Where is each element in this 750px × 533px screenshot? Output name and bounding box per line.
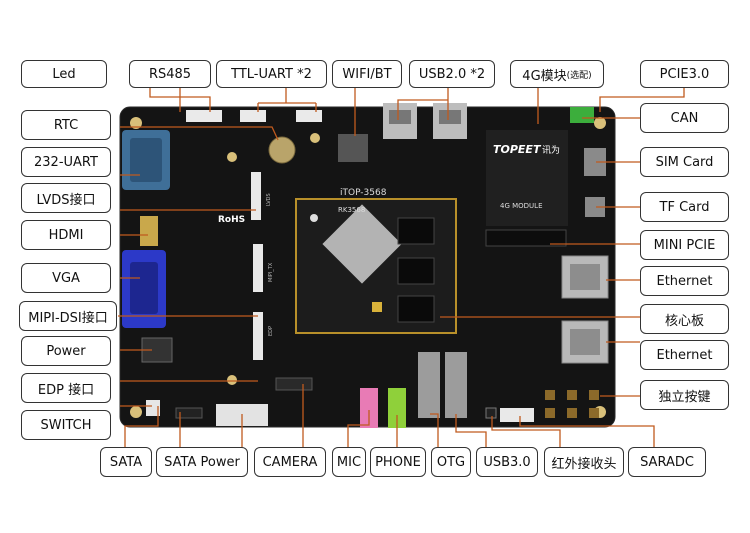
- label-wifi-bt: WIFI/BT: [332, 60, 402, 88]
- ir-receiver: [485, 407, 497, 419]
- module-text: 4G MODULE: [500, 202, 543, 210]
- label-ethernet-2: Ethernet: [640, 340, 729, 370]
- label-switch: SWITCH: [21, 410, 111, 440]
- brand-logo: TOPEET: [493, 143, 542, 156]
- silk-mipi: MIPI_TX: [268, 262, 274, 282]
- label-mini-pcie: MINI PCIE: [640, 230, 729, 260]
- saradc-connector: [500, 408, 534, 422]
- soc-chip: [322, 204, 402, 284]
- mounting-hole: [130, 117, 142, 129]
- tf-slot: [585, 197, 605, 217]
- label-4g-module-text: 4G模块: [522, 68, 567, 84]
- ttl-uart-connector-2: [296, 110, 322, 122]
- label-mipi-dsi: MIPI-DSI接口: [19, 301, 117, 331]
- usb20-port-1-inner: [389, 110, 411, 124]
- chip-name: RK3568: [338, 206, 365, 214]
- mounting-hole: [130, 406, 142, 418]
- label-4g-module: 4G模块(选配): [510, 60, 604, 88]
- label-can: CAN: [640, 103, 729, 133]
- label-otg: OTG: [431, 447, 471, 477]
- switch: [146, 400, 160, 416]
- memory-chip: [397, 295, 435, 323]
- wifi-bt-module: [338, 134, 368, 162]
- mini-pcie-slot: [485, 229, 567, 247]
- label-hdmi: HDMI: [21, 220, 111, 250]
- label-4g-module-note: (选配): [566, 70, 592, 81]
- mipi-connector: [253, 244, 263, 292]
- label-ethernet-1: Ethernet: [640, 266, 729, 296]
- label-rtc: RTC: [21, 110, 111, 140]
- sim-slot: [584, 148, 606, 176]
- lvds-connector: [251, 172, 261, 220]
- usb20-port-2-inner: [439, 110, 461, 124]
- label-rs485: RS485: [129, 60, 211, 88]
- memory-chip: [397, 217, 435, 245]
- hdmi-port: [140, 216, 158, 246]
- otg-port: [418, 352, 440, 418]
- rs485-terminal: [186, 110, 222, 122]
- label-phone: PHONE: [370, 447, 426, 477]
- mic-jack: [360, 388, 378, 428]
- leader-lines: [118, 88, 685, 447]
- sata-connector: [175, 407, 203, 419]
- silk-lvds: LVDS: [266, 193, 272, 206]
- board-name: iTOP-3568: [340, 188, 387, 198]
- vga-port-face: [130, 262, 158, 314]
- usb30-port: [445, 352, 467, 418]
- label-232-uart: 232-UART: [21, 147, 111, 177]
- ttl-uart-connector-1: [240, 110, 266, 122]
- label-camera: CAMERA: [254, 447, 326, 477]
- silk-edp: EDP: [268, 326, 274, 336]
- label-power: Power: [21, 336, 111, 366]
- mounting-hole: [227, 152, 237, 162]
- module-4g-area: [486, 130, 568, 226]
- label-ir-receiver: 红外接收头: [544, 447, 624, 477]
- label-usb30: USB3.0: [476, 447, 538, 477]
- label-core-board: 核心板: [640, 304, 729, 334]
- ethernet-port-1-inner: [570, 264, 600, 290]
- label-lvds: LVDS接口: [21, 183, 111, 213]
- label-usb20: USB2.0 *2: [409, 60, 495, 88]
- core-logo: [310, 214, 318, 222]
- memory-chip: [397, 257, 435, 285]
- brand-logo-cn: 讯为: [542, 144, 560, 156]
- label-mic: MIC: [332, 447, 366, 477]
- label-pcie30: PCIE3.0: [640, 60, 729, 88]
- mounting-hole: [310, 133, 320, 143]
- ethernet-port-2-inner: [570, 329, 600, 355]
- label-ttl-uart: TTL-UART *2: [216, 60, 327, 88]
- can-terminal: [570, 107, 594, 123]
- uart-db9-face: [130, 138, 162, 182]
- mounting-hole: [227, 375, 237, 385]
- rohs-text: RoHS: [218, 215, 245, 225]
- label-sata: SATA: [100, 447, 152, 477]
- label-sim-card: SIM Card: [640, 147, 729, 177]
- key-buttons: [545, 390, 599, 418]
- phone-jack: [388, 388, 406, 428]
- rtc-battery: [268, 136, 296, 164]
- core-marker: [372, 302, 382, 312]
- label-edp: EDP 接口: [21, 373, 111, 403]
- label-sata-power: SATA Power: [156, 447, 248, 477]
- label-led: Led: [21, 60, 107, 88]
- label-tf-card: TF Card: [640, 192, 729, 222]
- label-vga: VGA: [21, 263, 111, 293]
- camera-connector: [275, 377, 313, 391]
- edp-connector: [253, 312, 263, 360]
- label-keys: 独立按键: [640, 380, 729, 410]
- mounting-hole: [594, 117, 606, 129]
- label-saradc: SARADC: [628, 447, 706, 477]
